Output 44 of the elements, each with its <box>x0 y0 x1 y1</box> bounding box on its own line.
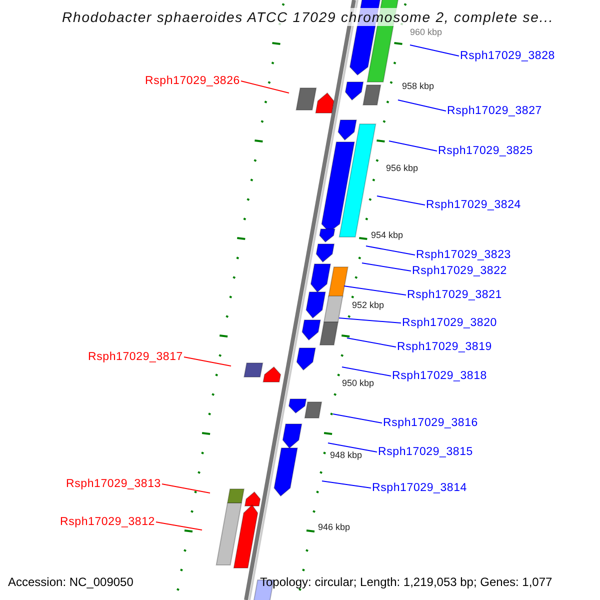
gene-label: Rsph17029_3824 <box>426 198 522 212</box>
gene-label: Rsph17029_3827 <box>447 104 542 118</box>
scale-label: 960 kbp <box>410 26 442 36</box>
leader-line <box>162 484 210 494</box>
gene-label: Rsph17029_3817 <box>88 350 183 364</box>
gene-label: Rsph17029_3826 <box>144 74 240 88</box>
scale-label: 952 kbp <box>352 300 384 310</box>
gene-label: Rsph17029_3828 <box>460 49 556 63</box>
scale-label: 954 kbp <box>371 230 404 240</box>
gene-label: Rsph17029_3814 <box>372 481 468 495</box>
gene-label: Rsph17029_3815 <box>378 445 474 459</box>
gene-label: Rsph17029_3820 <box>402 316 498 330</box>
leader-line <box>338 318 402 324</box>
leader-line <box>344 286 406 296</box>
leader-line <box>184 356 232 366</box>
leader-line <box>366 246 416 256</box>
leader-line <box>342 366 392 376</box>
leader-line <box>322 480 372 488</box>
leader-line <box>376 196 426 206</box>
gene-label: Rsph17029_3816 <box>383 416 478 430</box>
leader-line <box>328 442 378 452</box>
leader-line <box>240 80 290 94</box>
scale-label: 946 kbp <box>318 522 350 532</box>
leader-line <box>346 338 396 348</box>
gene-label: Rsph17029_3822 <box>412 264 508 278</box>
gene-label: Rsph17029_3819 <box>397 340 492 354</box>
leader-line <box>410 44 460 56</box>
scale-label: 956 kbp <box>386 162 418 172</box>
gene-label: Rsph17029_3821 <box>407 288 502 302</box>
leader-line <box>362 262 412 272</box>
leader-line <box>156 522 202 530</box>
gene-label: Rsph17029_3813 <box>66 477 161 491</box>
leader-line <box>332 414 382 424</box>
scale-label: 950 kbp <box>342 378 374 388</box>
gene-label: Rsph17029_3823 <box>416 248 512 262</box>
footer-text: Topology: circular; Length: 1,219,053 bp; Genes: 1,077 <box>260 575 552 589</box>
footer-text: Accession: NC_009050 <box>8 575 134 589</box>
leader-line <box>388 140 438 152</box>
leader-line <box>398 100 446 112</box>
gene-label: Rsph17029_3825 <box>438 144 534 158</box>
scale-label: 958 kbp <box>402 80 434 90</box>
gene-label: Rsph17029_3812 <box>60 515 155 529</box>
scale-label: 948 kbp <box>330 450 362 460</box>
gene-label: Rsph17029_3818 <box>392 369 488 383</box>
